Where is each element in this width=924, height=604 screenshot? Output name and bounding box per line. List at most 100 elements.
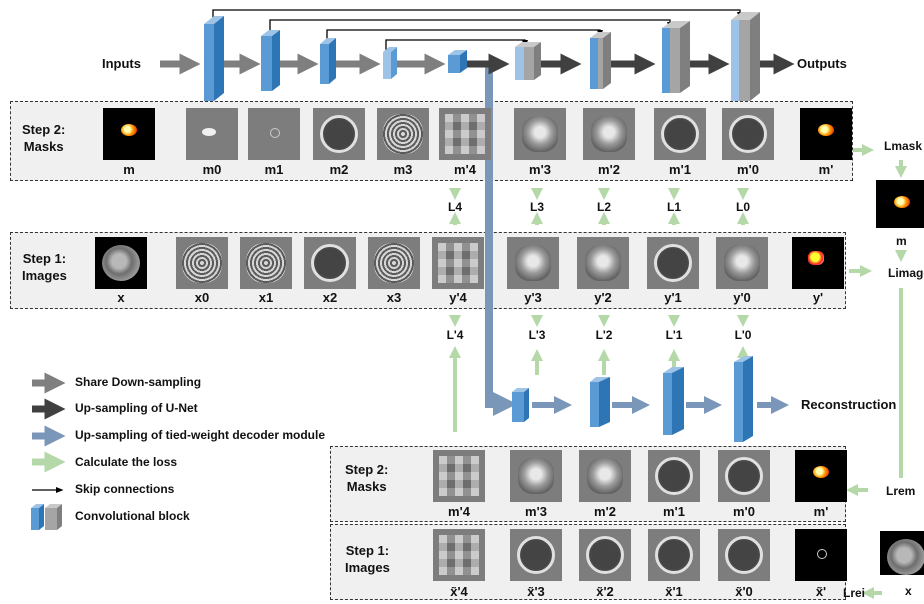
- loss-label: L'3: [528, 328, 546, 342]
- mask-thumb: [722, 108, 774, 160]
- image-label: x1: [258, 290, 274, 305]
- image-thumb: [716, 237, 768, 289]
- image-label: x̃'2: [596, 584, 614, 599]
- mask-thumb: [510, 450, 562, 502]
- image-label: x̃': [815, 584, 827, 599]
- conv-block: [261, 36, 272, 91]
- image-thumb: [176, 237, 228, 289]
- image-label: x: [117, 290, 125, 305]
- loss-label: L3: [529, 200, 544, 214]
- mask-thumb: [439, 108, 491, 160]
- skip-connections: [212, 9, 744, 50]
- mask-label: m'2: [594, 504, 616, 519]
- legend-item-calculate-loss: Calculate the loss: [75, 455, 178, 469]
- image-label: x0: [194, 290, 210, 305]
- reconstruction-blocks: [512, 356, 753, 442]
- conv-block: [663, 373, 672, 435]
- image-thumb: [647, 237, 699, 289]
- mask-thumb: [876, 180, 924, 228]
- mask-label: m': [813, 504, 829, 519]
- image-thumb: [95, 237, 147, 289]
- mask-label: m'1: [669, 162, 691, 177]
- conv-block: [383, 52, 391, 79]
- reconstruction-label: Reconstruction: [801, 397, 897, 412]
- image-thumb: [507, 237, 559, 289]
- image-thumb: [368, 237, 420, 289]
- loss-label: L'2: [595, 328, 613, 342]
- loss-arrows: [449, 144, 907, 599]
- legend-item-tied-weight-decoder: Up-sampling of tied-weight decoder modul…: [75, 428, 326, 442]
- image-thumb: [648, 529, 700, 581]
- mask-thumb: [248, 108, 300, 160]
- mask-thumb: [313, 108, 365, 160]
- legend-icons: [31, 372, 66, 530]
- image-label: x̃'3: [527, 584, 545, 599]
- mask-thumb: [648, 450, 700, 502]
- decoder-blocks: [515, 12, 760, 101]
- legend-item-convolutional-block: Convolutional block: [75, 509, 190, 523]
- rec-masks-step-title: Step 2: Masks: [345, 462, 389, 494]
- mask-thumb: [579, 450, 631, 502]
- mask-label: m': [818, 162, 834, 177]
- images-panel: [10, 232, 846, 309]
- masks-step-title: Step 2: Masks: [22, 122, 66, 154]
- image-thumb: [433, 529, 485, 581]
- image-label: x3: [386, 290, 402, 305]
- mask-label: m'3: [529, 162, 551, 177]
- loss-label: L'4: [446, 328, 464, 342]
- conv-block: [731, 20, 739, 101]
- mask-label: m3: [393, 162, 413, 177]
- conv-block: [590, 38, 598, 89]
- image-thumb: [718, 529, 770, 581]
- image-label: y'0: [733, 290, 751, 305]
- legend-item-share-down-sampling: Share Down-sampling: [75, 375, 202, 389]
- mask-thumb: [795, 450, 847, 502]
- conv-block: [662, 28, 670, 93]
- mask-label: m0: [202, 162, 222, 177]
- mask-label: m'4: [454, 162, 476, 177]
- tied-decoder-path: [485, 70, 517, 416]
- mask-thumb: [718, 450, 770, 502]
- mask-label: m'2: [598, 162, 620, 177]
- mask-thumb: [377, 108, 429, 160]
- image-thumb: [577, 237, 629, 289]
- mask-thumb: [514, 108, 566, 160]
- l-image-label: Limage: [888, 266, 924, 280]
- inputs-label: Inputs: [102, 56, 141, 71]
- mask-thumb: [186, 108, 238, 160]
- image-thumb: [240, 237, 292, 289]
- conv-block: [448, 55, 460, 73]
- rec-images-step-title: Step 1: Images: [345, 543, 390, 575]
- loss-label: L'0: [734, 328, 752, 342]
- encoder-blocks: [204, 16, 467, 101]
- conv-block: [320, 44, 329, 84]
- image-thumb: [579, 529, 631, 581]
- image-label: y'2: [594, 290, 612, 305]
- image-thumb: [304, 237, 356, 289]
- mask-label: m2: [329, 162, 349, 177]
- mask-label: m'4: [448, 504, 470, 519]
- image-label: y'4: [449, 290, 467, 305]
- m-label: m: [896, 234, 907, 248]
- loss-label: L4: [447, 200, 462, 214]
- image-label: y'1: [664, 290, 682, 305]
- mask-thumb: [800, 108, 852, 160]
- image-thumb: [795, 529, 847, 581]
- image-label: x̃'1: [665, 584, 683, 599]
- image-thumb: [880, 531, 924, 575]
- conv-block: [512, 392, 524, 422]
- mask-thumb: [103, 108, 155, 160]
- mask-thumb: [654, 108, 706, 160]
- mask-label: m'1: [663, 504, 685, 519]
- x-label: x: [905, 584, 912, 598]
- mask-label: m'0: [733, 504, 755, 519]
- legend-item-skip-connections: Skip connections: [75, 482, 175, 496]
- loss-label: L1: [666, 200, 681, 214]
- image-label: x2: [322, 290, 338, 305]
- images-step-title: Step 1: Images: [22, 251, 67, 283]
- image-label: x̃'0: [735, 584, 753, 599]
- image-thumb: [432, 237, 484, 289]
- loss-label: L2: [596, 200, 611, 214]
- legend-item-up-sampling-unet: Up-sampling of U-Net: [75, 401, 198, 415]
